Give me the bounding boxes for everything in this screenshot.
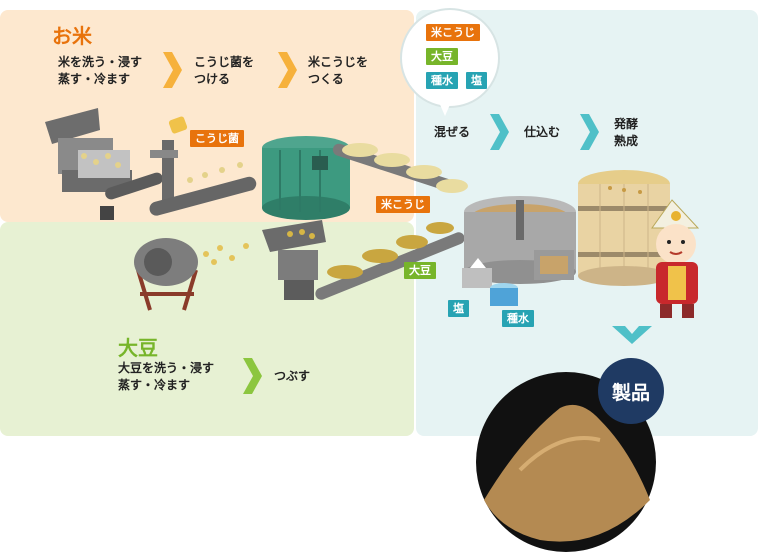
product-badge: 製品 xyxy=(598,358,664,424)
bubble-tag-salt: 塩 xyxy=(466,72,487,89)
soy-step-crush: つぶす xyxy=(274,369,311,383)
rice-step-make-koji: 米こうじを つくる xyxy=(308,55,369,86)
down-chevron-icon xyxy=(612,326,652,344)
fermentation-barrel xyxy=(578,170,670,286)
rice-koji-tag: 米こうじ xyxy=(376,196,430,213)
mix-step-arrow-1 xyxy=(490,114,509,150)
bubble-tag-soybean: 大豆 xyxy=(426,48,458,65)
mix-step-mix: 混ぜる xyxy=(434,125,471,139)
koji-drum xyxy=(262,136,350,220)
mix-step-prepare: 仕込む xyxy=(524,125,561,139)
soybean-section xyxy=(0,222,414,436)
soybean-title: 大豆 xyxy=(118,336,158,360)
soybean-crusher xyxy=(262,220,326,300)
seed-water-tag: 種水 xyxy=(502,310,534,327)
bubble-tag-seed-water: 種水 xyxy=(426,72,458,89)
koji-box xyxy=(534,250,574,280)
soy-step-arrow xyxy=(243,358,262,394)
salt-container xyxy=(462,258,492,288)
rice-step-wash-steam: 米を洗う・浸す 蒸す・冷ます xyxy=(58,55,143,86)
koji-dispenser xyxy=(149,116,257,216)
rice-washing-machine xyxy=(45,108,163,220)
rice-step-add-koji: こうじ菌を つける xyxy=(194,55,255,86)
rice-step-arrow-1 xyxy=(163,52,182,88)
salt-tag: 塩 xyxy=(448,300,469,317)
seed-water-bucket xyxy=(490,283,518,306)
koji-mold-tag: こうじ菌 xyxy=(190,130,244,147)
bubble-tag-rice-koji: 米こうじ xyxy=(426,24,480,41)
soybean-steamer xyxy=(134,238,249,311)
rice-title: お米 xyxy=(52,24,92,48)
mix-step-arrow-2 xyxy=(580,114,599,150)
soybean-tag: 大豆 xyxy=(404,262,436,279)
rice-step-arrow-2 xyxy=(278,52,297,88)
rice-koji-conveyor xyxy=(332,143,468,193)
mix-step-ferment: 発酵 熟成 xyxy=(614,117,639,148)
mascot-character xyxy=(651,199,700,318)
soy-step-wash-steam: 大豆を洗う・浸す 蒸す・冷ます xyxy=(118,361,215,392)
soybean-conveyor xyxy=(315,222,465,300)
